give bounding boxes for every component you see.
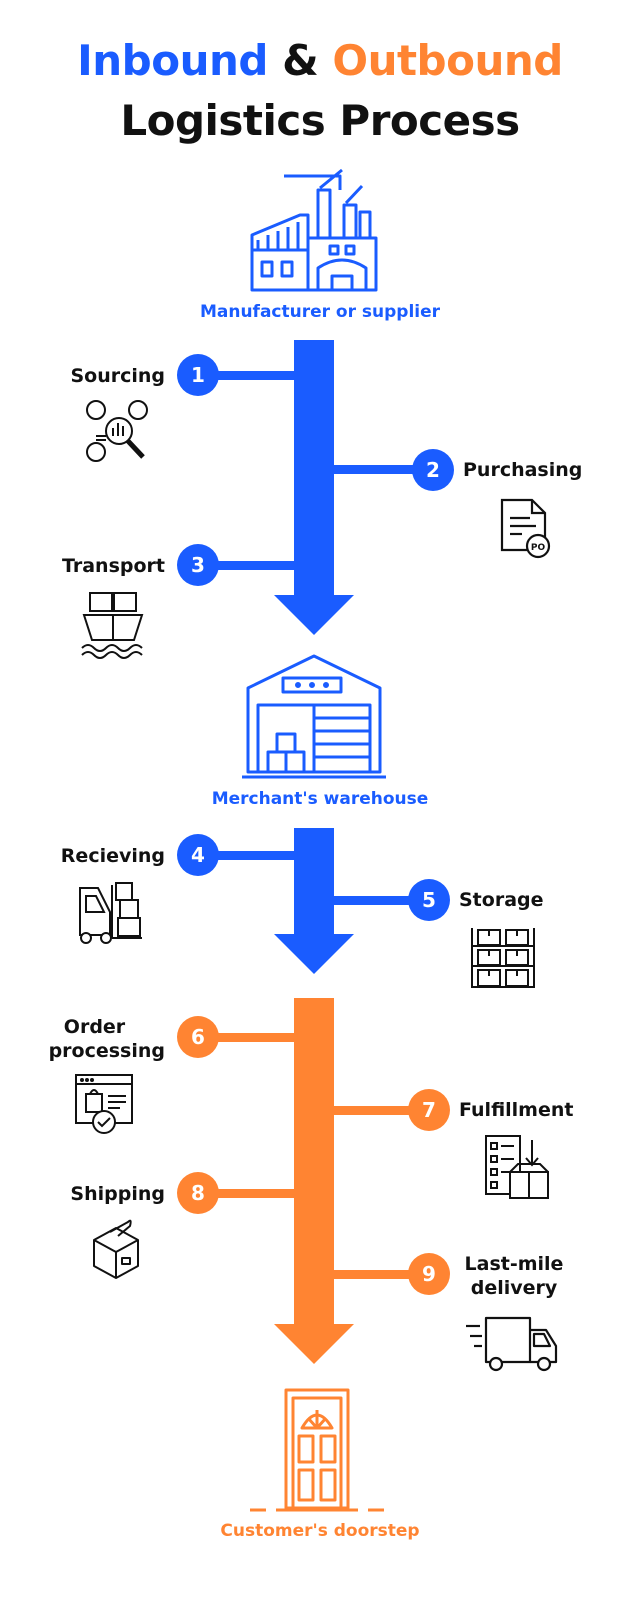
step-9-label: Last-mile delivery: [459, 1252, 569, 1300]
forklift-icon: [79, 882, 142, 944]
step-6-badge: [177, 1016, 219, 1058]
inbound-arrow-upper: [274, 340, 354, 635]
fulfillment-icon: [485, 1135, 549, 1199]
step-4-label: Recieving: [60, 845, 165, 867]
connector-7: [332, 1106, 432, 1115]
connector-5: [332, 896, 432, 905]
outbound-arrow: [274, 998, 354, 1364]
delivery-truck-icon: [466, 1316, 558, 1372]
step-2-label: Purchasing: [463, 459, 583, 481]
step-8-number: 8: [191, 1181, 205, 1205]
step-5-badge: [408, 879, 450, 921]
connector-3: [214, 561, 296, 570]
title-outbound: Outbound: [332, 36, 563, 85]
step-1-number: 1: [191, 363, 205, 387]
step-9-badge: [408, 1253, 450, 1295]
step-2-number: 2: [426, 458, 440, 482]
step-3-label: Transport: [61, 555, 165, 577]
step-9-number: 9: [422, 1262, 436, 1286]
ship-icon: [81, 592, 144, 659]
step-4-number: 4: [191, 843, 205, 867]
step-1-badge: [177, 354, 219, 396]
step-7-label: Fulfillment: [459, 1099, 574, 1121]
step-8-badge: [177, 1172, 219, 1214]
doorstep-label: Customer's doorstep: [220, 1521, 420, 1541]
connector-6: [214, 1033, 296, 1042]
connector-9: [332, 1270, 432, 1279]
connector-2: [332, 465, 432, 474]
step-3-number: 3: [191, 553, 205, 577]
door-icon: [250, 1388, 384, 1512]
factory-icon: [250, 168, 378, 292]
inbound-arrow-lower: [274, 828, 354, 974]
title-inbound: Inbound: [77, 36, 268, 85]
connector-8: [214, 1189, 296, 1198]
step-7-badge: [408, 1089, 450, 1131]
connector-4: [214, 851, 296, 860]
step-1-label: Sourcing: [70, 365, 165, 387]
step-3-badge: [177, 544, 219, 586]
step-5-label: Storage: [459, 889, 544, 911]
step-8-label: Shipping: [70, 1183, 165, 1205]
warehouse-label: Merchant's warehouse: [211, 789, 429, 809]
shipping-box-icon: [93, 1219, 139, 1279]
title-amp: &: [282, 36, 319, 85]
step-6-label: Order processing: [20, 1015, 165, 1063]
title-line-2: Logistics Process: [120, 96, 520, 145]
title-line-1: Inbound & Outbound: [0, 36, 640, 85]
step-6-number: 6: [191, 1025, 205, 1049]
connector-1: [214, 371, 296, 380]
step-6-label-line-2: processing: [48, 1040, 165, 1062]
purchasing-icon: PO: [500, 498, 551, 559]
step-9-label-line-1: Last-mile: [464, 1253, 564, 1275]
step-9-label-line-2: delivery: [470, 1277, 558, 1299]
step-5-number: 5: [422, 888, 436, 912]
manufacturer-label: Manufacturer or supplier: [199, 302, 441, 322]
storage-shelves-icon: [471, 928, 535, 988]
step-2-badge: [412, 449, 454, 491]
step-7-number: 7: [422, 1098, 436, 1122]
order-processing-icon: [75, 1074, 133, 1134]
sourcing-icon: [86, 400, 148, 462]
step-4-badge: [177, 834, 219, 876]
warehouse-icon: [242, 654, 386, 779]
step-6-label-line-1: Order: [63, 1016, 126, 1038]
svg-text:PO: PO: [531, 543, 546, 553]
